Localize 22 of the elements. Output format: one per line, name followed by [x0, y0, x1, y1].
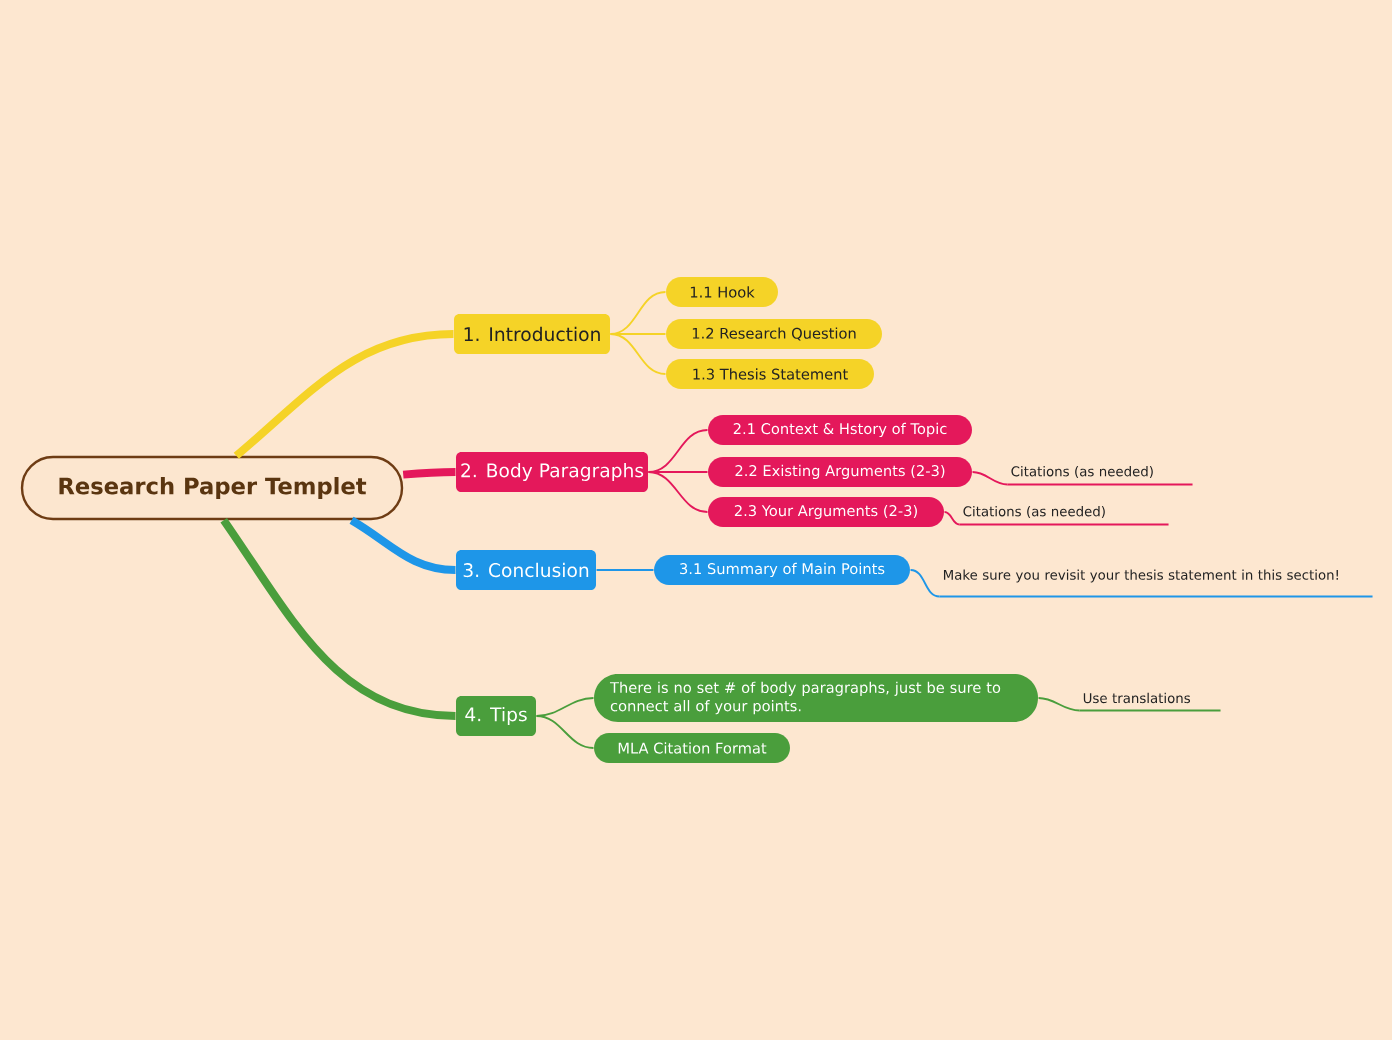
branch-line	[609, 291, 667, 335]
branch-line	[595, 569, 655, 571]
branch-line	[402, 468, 456, 479]
topic-box: 3. Conclusion	[456, 550, 596, 590]
branch-line	[971, 471, 1009, 486]
central-topic-box: Research Paper Templet	[20, 455, 404, 521]
branch-line	[349, 516, 456, 574]
branch-line	[609, 333, 667, 375]
branch-line	[609, 333, 667, 335]
topic-box: 1. Introduction	[454, 314, 610, 354]
branch-line	[647, 429, 709, 473]
branch-line	[1037, 697, 1081, 712]
topic-box: 2. Body Paragraphs	[456, 452, 648, 492]
branch-line	[647, 471, 709, 473]
branch-line	[647, 471, 709, 513]
branch-line	[535, 715, 595, 749]
branch-line	[233, 330, 454, 459]
branch-line	[909, 569, 941, 598]
branch-line	[535, 697, 595, 717]
branch-line	[943, 511, 961, 526]
branch-line	[220, 517, 456, 720]
topic-box: 4. Tips	[456, 696, 536, 736]
